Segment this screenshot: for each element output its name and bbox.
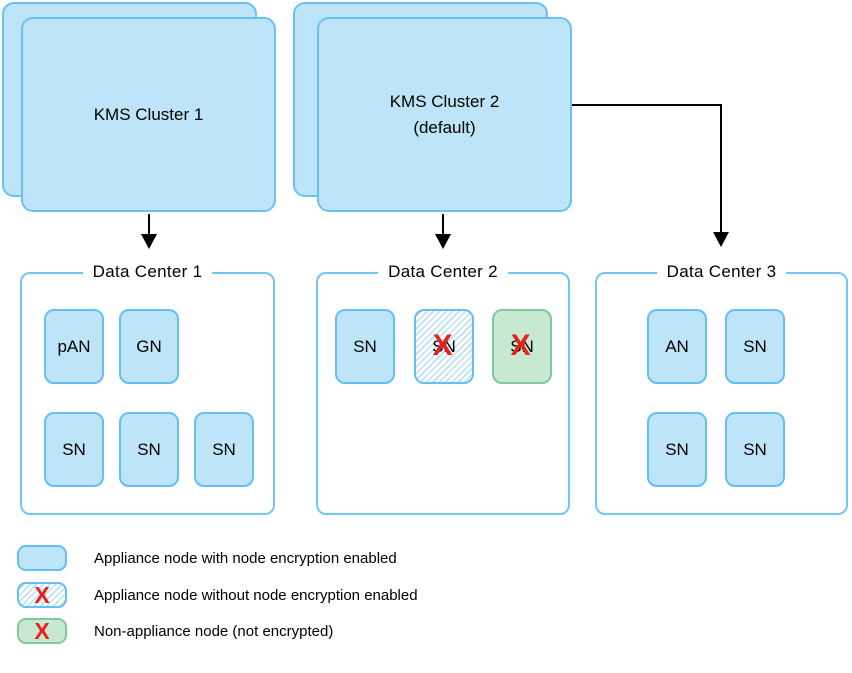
connector-cluster2-dc3-hline [572,104,722,106]
kms-cluster-2-box: KMS Cluster 2 (default) [317,17,572,212]
legend-row-encrypted: Appliance node with node encryption enab… [17,545,397,571]
legend-row-non-appliance: X Non-appliance node (not encrypted) [17,618,333,644]
legend-row-unencrypted: X Appliance node without node encryption… [17,582,418,608]
data-center-2-box: Data Center 2 SN SN X SN X [316,262,570,515]
data-center-1-box: Data Center 1 pAN GN SN SN SN [20,262,275,515]
node-an: AN [647,309,707,384]
node-sn: SN [44,412,104,487]
kms-cluster-1-box: KMS Cluster 1 [21,17,276,212]
connector-cluster2-dc2-line [442,214,444,235]
connector-cluster2-dc3-vline [720,104,722,233]
node-label: AN [665,336,689,356]
node-label: SN [62,439,86,459]
red-x-mark: X [34,617,50,644]
node-sn-non-appliance: SN X [492,309,552,384]
node-pan: pAN [44,309,104,384]
legend-label: Non-appliance node (not encrypted) [94,622,334,640]
kms-cluster-1-label: KMS Cluster 1 [93,104,204,124]
kms-cluster-2-label: KMS Cluster 2 [389,91,500,111]
node-sn: SN [119,412,179,487]
node-label: SN [212,439,236,459]
data-center-3-box: Data Center 3 AN SN SN SN [595,262,848,515]
arrow-down-icon [713,232,729,247]
red-x-mark: X [34,581,50,608]
node-sn: SN [647,412,707,487]
node-sn-unencrypted: SN X [414,309,474,384]
node-label: SN [137,439,161,459]
legend-swatch-non-appliance: X [17,618,67,644]
node-label: SN [743,336,767,356]
node-label: SN [353,336,377,356]
node-sn: SN [725,412,785,487]
connector-cluster1-dc1-line [148,214,150,235]
legend-swatch-unencrypted: X [17,582,67,608]
data-center-2-title: Data Center 2 [378,262,508,282]
node-label: SN [510,336,534,356]
node-gn: GN [119,309,179,384]
arrow-down-icon [435,234,451,249]
node-sn: SN [335,309,395,384]
arrow-down-icon [141,234,157,249]
node-label: pAN [57,336,91,356]
node-label: SN [665,439,689,459]
node-label: SN [432,336,456,356]
data-center-3-title: Data Center 3 [656,262,787,282]
node-label: SN [743,439,767,459]
legend-swatch-encrypted [17,545,67,571]
node-label: GN [136,336,162,356]
data-center-1-title: Data Center 1 [82,262,213,282]
node-sn: SN [725,309,785,384]
node-sn: SN [194,412,254,487]
legend-label: Appliance node with node encryption enab… [94,549,397,567]
legend-label: Appliance node without node encryption e… [94,586,418,604]
kms-cluster-2-sublabel: (default) [413,117,476,137]
